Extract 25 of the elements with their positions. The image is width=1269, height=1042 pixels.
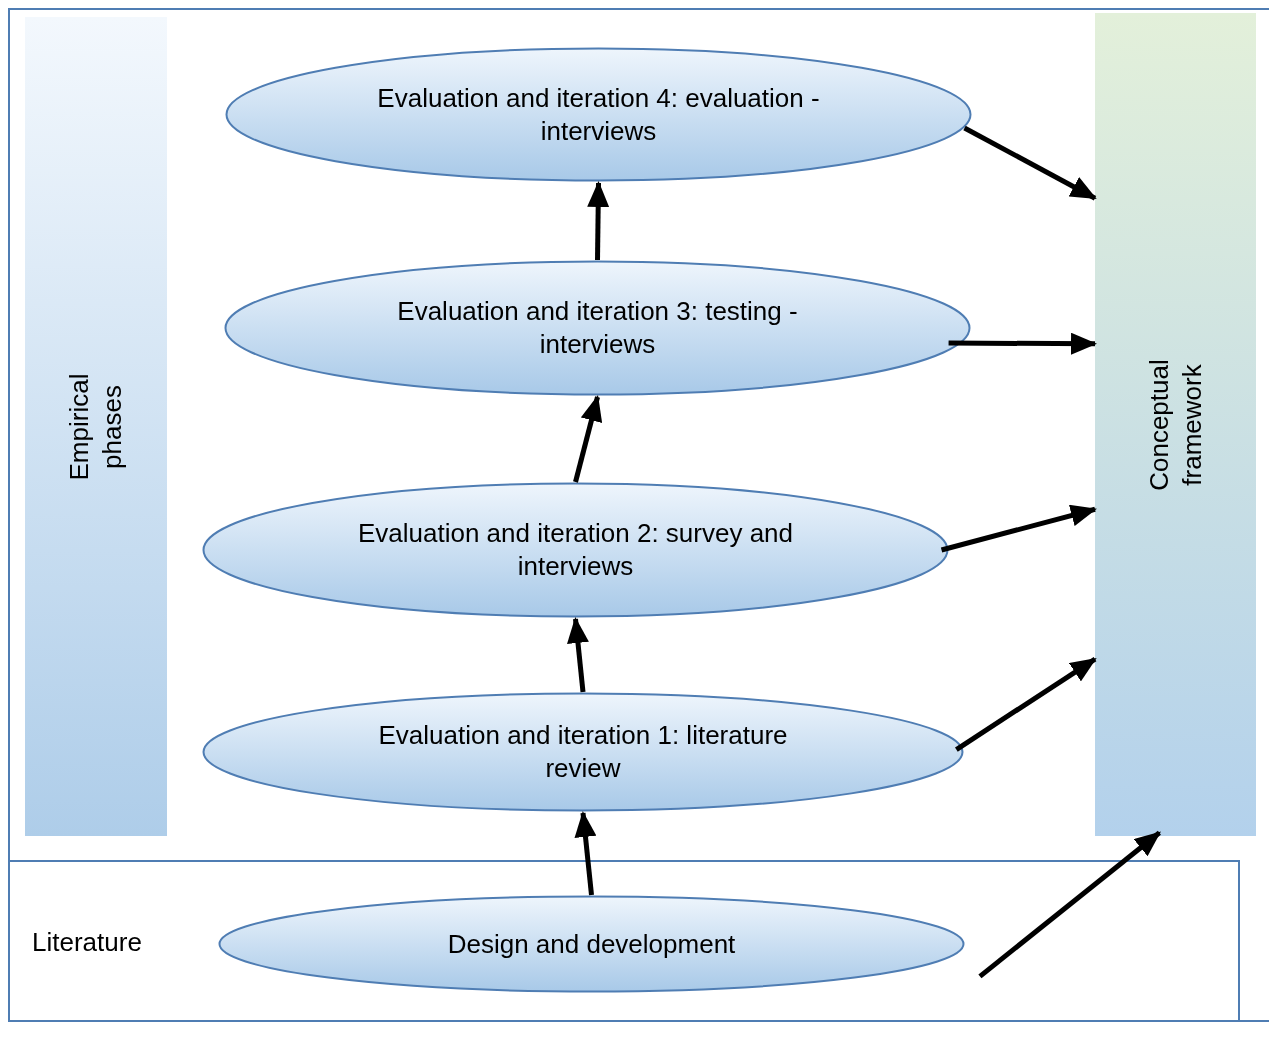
arrow xyxy=(574,811,597,896)
arrow xyxy=(573,395,603,483)
process-ellipse xyxy=(202,482,949,618)
section-box xyxy=(8,860,1240,1022)
arrow xyxy=(978,830,1161,979)
section-label: Literature xyxy=(32,926,142,959)
process-ellipse xyxy=(202,692,964,812)
arrow xyxy=(948,332,1097,355)
process-ellipse xyxy=(225,47,972,182)
vertical-label: Conceptual framework xyxy=(1142,357,1208,493)
node-label: Evaluation and iteration 4: evaluation - interviews xyxy=(376,81,821,148)
arrow xyxy=(963,125,1097,201)
phase-bar xyxy=(25,17,167,836)
arrow xyxy=(940,504,1097,553)
process-ellipse xyxy=(218,895,965,993)
node-label: Design and development xyxy=(446,927,737,961)
node-label: Evaluation and iteration 1: literature review xyxy=(377,719,789,785)
node-label: Evaluation and iteration 3: testing - interviews xyxy=(396,295,799,361)
arrow xyxy=(587,181,610,261)
node-label: Evaluation and iteration 2: survey and interviews xyxy=(356,517,795,583)
arrow xyxy=(567,617,589,693)
arrow xyxy=(955,656,1097,752)
process-ellipse xyxy=(224,260,971,396)
vertical-label: Empirical phases xyxy=(63,372,128,482)
phase-bar xyxy=(1095,13,1256,836)
